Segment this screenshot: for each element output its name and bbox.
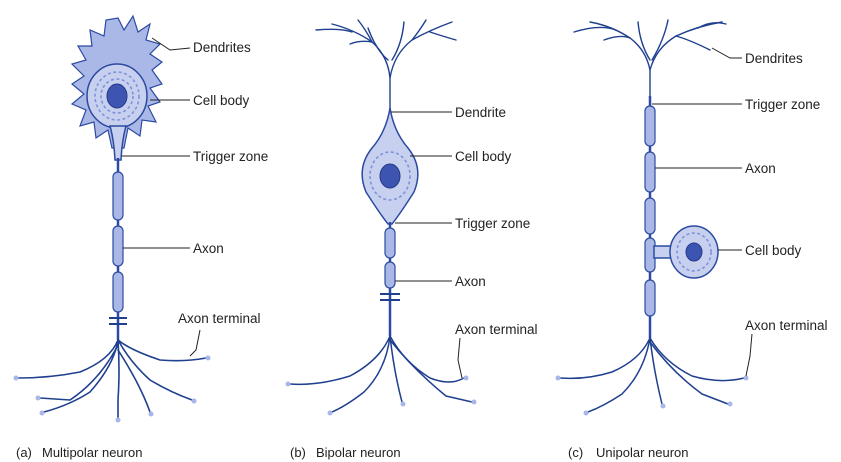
- label-axon-a: Axon: [193, 241, 224, 256]
- label-axon-b: Axon: [455, 274, 486, 289]
- label-axon-terminal-b: Axon terminal: [455, 322, 538, 337]
- caption-letter-c: (c): [568, 445, 583, 460]
- label-axon-terminal-c: Axon terminal: [745, 318, 828, 333]
- unipolar-axon-terminals: [560, 338, 744, 412]
- bipolar-dendrite-tree: [316, 20, 456, 110]
- label-cell-body-a: Cell body: [193, 93, 250, 108]
- multipolar-neuron: Dendrites Cell body Trigger zone Axon Ax…: [14, 16, 269, 460]
- label-dendrites-c: Dendrites: [745, 51, 803, 66]
- bipolar-axon-terminals: [290, 336, 472, 412]
- label-trigger-zone-c: Trigger zone: [745, 97, 820, 112]
- label-axon-terminal-a: Axon terminal: [178, 311, 261, 326]
- caption-text-a: Multipolar neuron: [42, 445, 142, 460]
- caption-letter-b: (b): [290, 445, 306, 460]
- caption-letter-a: (a): [16, 445, 32, 460]
- label-cell-body-c: Cell body: [745, 243, 802, 258]
- label-dendrite-b: Dendrite: [455, 105, 506, 120]
- label-axon-c: Axon: [745, 161, 776, 176]
- bipolar-neuron: Dendrite Cell body Trigger zone Axon Axo…: [286, 20, 538, 460]
- caption-text-c: Unipolar neuron: [596, 445, 689, 460]
- caption-text-b: Bipolar neuron: [316, 445, 401, 460]
- unipolar-neuron: Dendrites Trigger zone Axon Cell body Ax…: [556, 20, 828, 460]
- label-trigger-zone-a: Trigger zone: [193, 149, 268, 164]
- unipolar-dendrite-tree: [574, 20, 726, 96]
- label-cell-body-b: Cell body: [455, 149, 512, 164]
- multipolar-axon-terminals: [18, 340, 206, 418]
- label-dendrites-a: Dendrites: [193, 40, 251, 55]
- label-trigger-zone-b: Trigger zone: [455, 216, 530, 231]
